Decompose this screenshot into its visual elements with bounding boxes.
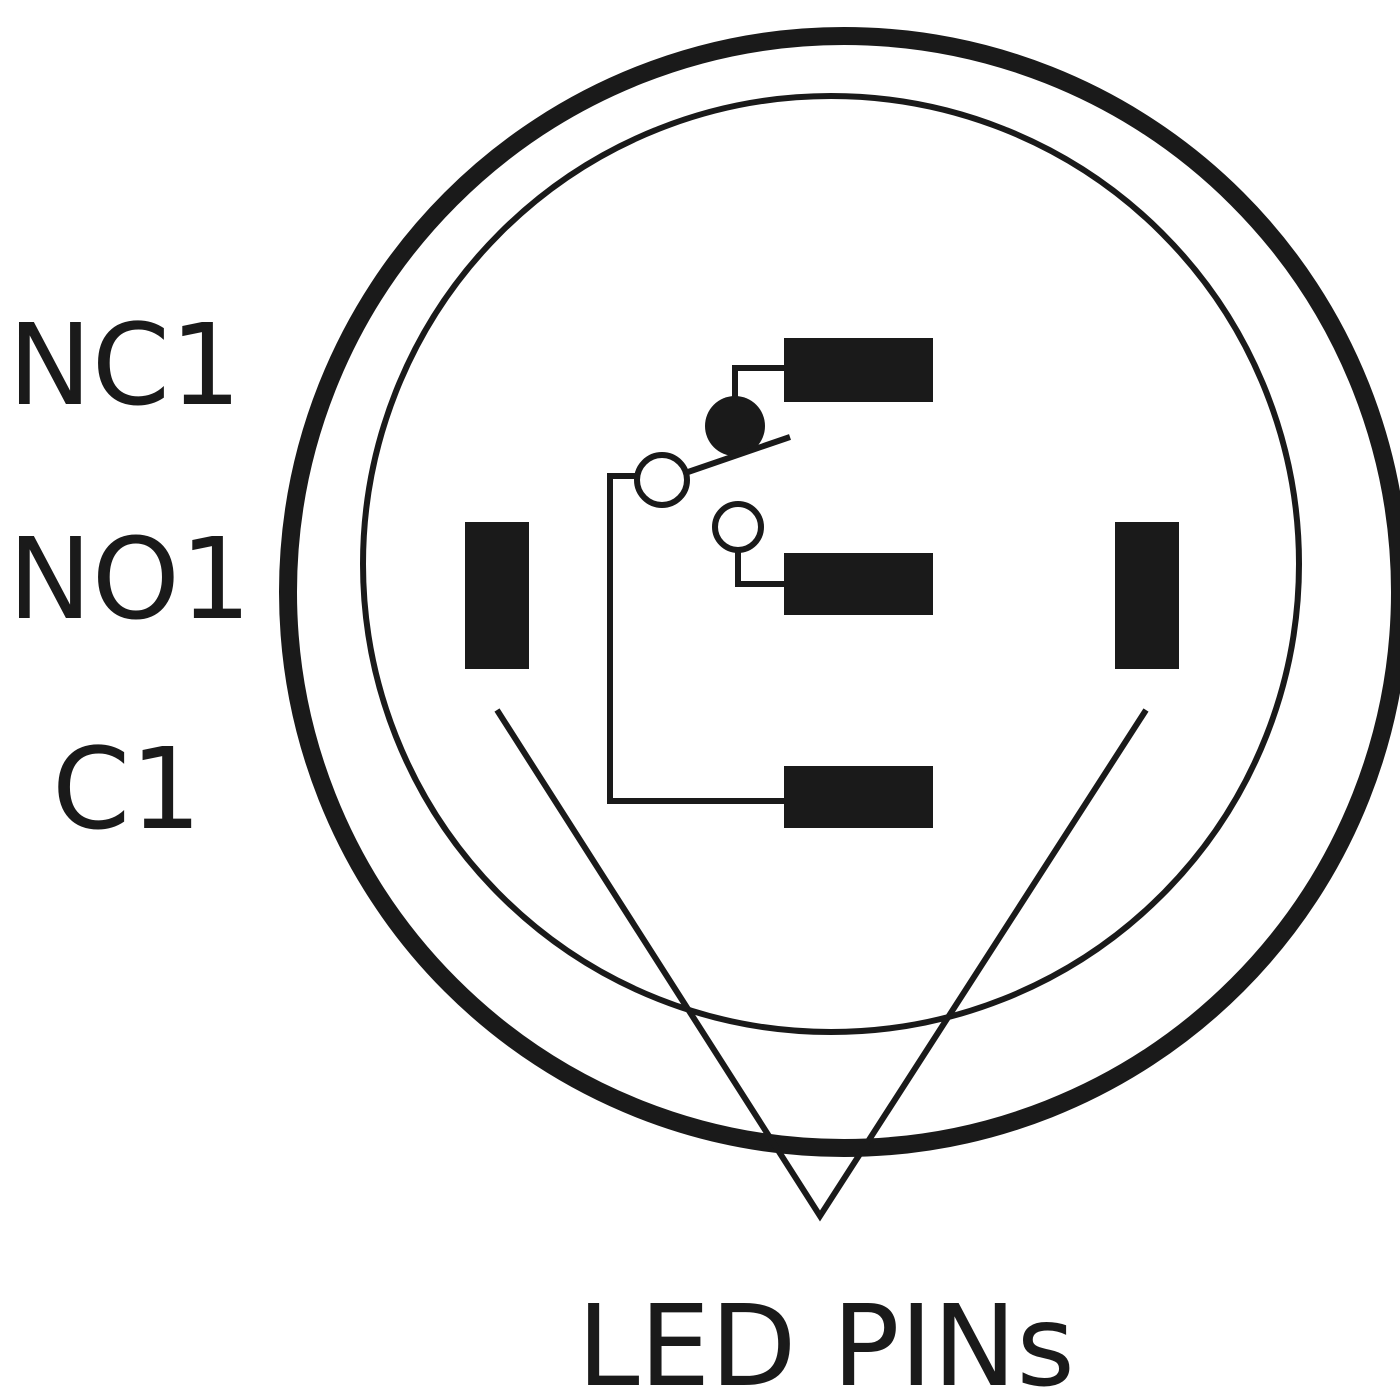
c1-wire [607, 473, 786, 804]
inner-housing-ring [360, 93, 1302, 1035]
terminal-no1 [784, 553, 933, 615]
nc1-contact-dot [705, 396, 765, 456]
led-pin-right [1115, 522, 1179, 669]
led-pins-pointer [494, 708, 1149, 1222]
outer-housing-ring [279, 27, 1400, 1157]
common-pivot-contact [634, 452, 690, 508]
switch-lever [687, 434, 791, 475]
terminal-c1 [784, 766, 933, 828]
no1-wire [735, 550, 786, 587]
nc1-wire [732, 365, 786, 402]
label-led-pins: LED PINs [577, 1282, 1075, 1400]
led-pin-left [465, 522, 529, 669]
label-no1: NO1 [8, 515, 251, 645]
no1-contact [712, 501, 764, 553]
label-nc1: NC1 [8, 301, 241, 431]
label-c1: C1 [52, 725, 201, 855]
terminal-nc1 [784, 338, 933, 402]
